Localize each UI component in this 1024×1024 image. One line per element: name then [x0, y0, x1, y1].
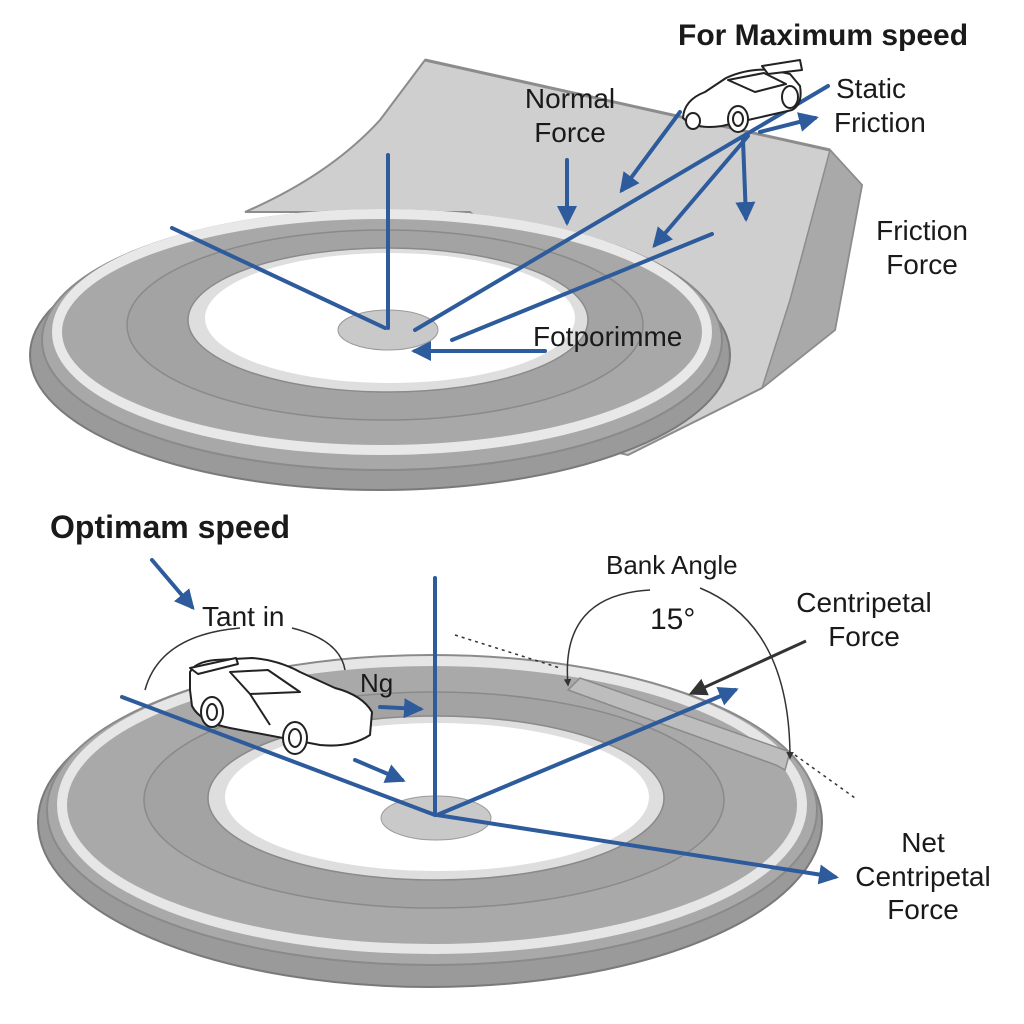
top-friction-arrow-2 [735, 138, 756, 222]
net-centripetal-line-1: Net [901, 827, 945, 858]
bottom-vectors [120, 558, 839, 885]
top-track-group [29, 58, 864, 491]
bottom-race-car [189, 657, 373, 755]
bank-angle-label: Bank Angle [606, 550, 738, 580]
top-vectors [170, 84, 830, 361]
bottom-net-centripetal-arrow [435, 813, 839, 885]
angle-value-label: 15° [650, 603, 696, 636]
tant-in-label: Tant in [202, 601, 285, 632]
bank-angle-annotation [144, 587, 856, 799]
friction-force-label: Friction Force [862, 214, 982, 281]
bottom-incoming-line [120, 695, 437, 817]
top-friction-arrow-1 [652, 134, 750, 249]
normal-force-line-2: Force [534, 116, 606, 148]
top-race-car [682, 59, 803, 133]
normal-force-label: Normal Force [505, 82, 635, 149]
ng-label: Ng [360, 668, 394, 698]
top-wall-rim [424, 58, 831, 152]
center-force-label: Fotporimme [533, 321, 683, 352]
static-friction-line-1: Static [836, 73, 907, 104]
centripetal-force-label: Centripetal Force [784, 586, 944, 653]
top-panel-title: For Maximum speed [678, 19, 969, 52]
centripetal-force-line-1: Centripetal [796, 587, 932, 618]
top-inward-arrow [450, 232, 714, 342]
net-centripetal-line-3: Force [887, 894, 959, 926]
net-centripetal-line-2: Centripetal [855, 860, 991, 892]
normal-force-line-1: Normal [524, 83, 616, 114]
net-centripetal-force-label: Net Centripetal Force [842, 826, 1004, 927]
top-car-diag-arrow [619, 110, 682, 194]
bottom-lane-outer [57, 656, 807, 954]
static-friction-label: Static Friction [834, 72, 926, 139]
top-wall-side [760, 148, 863, 391]
friction-force-line-1: Friction [876, 215, 968, 246]
friction-force-line-2: Force [886, 248, 958, 280]
top-lane-outer [52, 209, 712, 455]
bottom-resultant-arrow [435, 686, 739, 817]
top-long-diagonal [413, 84, 830, 332]
bottom-car-arrow [353, 758, 406, 783]
bottom-title-arrow [150, 558, 195, 611]
bottom-bank-step [566, 677, 791, 772]
centripetal-force-line-2: Force [828, 620, 900, 652]
top-static-friction-arrow [758, 112, 819, 134]
bottom-centripetal-pointer [688, 639, 807, 696]
static-friction-line-2: Friction [834, 106, 926, 138]
bottom-ng-arrow [378, 698, 424, 719]
top-radial-line [170, 226, 387, 330]
bottom-panel-title: Optimam speed [50, 509, 291, 545]
